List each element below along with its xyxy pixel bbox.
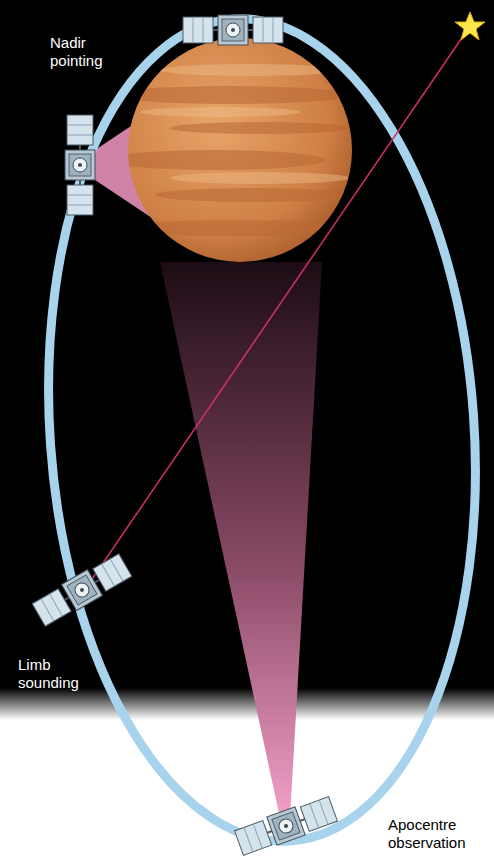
star-symbol <box>455 12 485 40</box>
apocentre-beam <box>160 262 322 818</box>
mode-label: Nadir pointing <box>50 34 125 70</box>
spacecraft-side <box>65 115 95 215</box>
venus-planet <box>105 38 355 262</box>
mode-label: Apocentre observation <box>388 816 488 852</box>
mode-label: Limb sounding <box>18 656 90 692</box>
star-sight-line <box>88 26 470 585</box>
orbit-path <box>22 4 494 856</box>
space-fade <box>0 688 494 720</box>
spacecraft-limb <box>31 552 133 628</box>
spacecraft-nadir <box>183 15 283 45</box>
spacecraft-apocentre <box>234 795 338 857</box>
